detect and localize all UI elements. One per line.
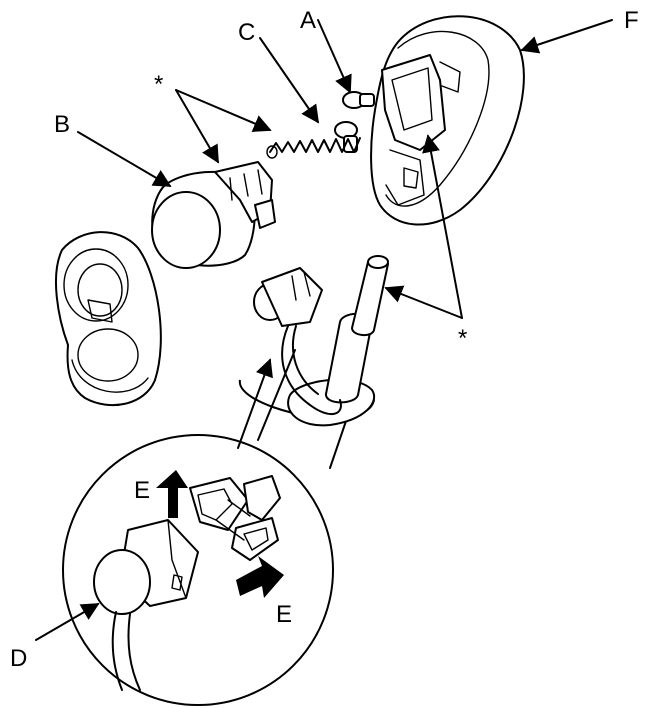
label-f: F [624, 7, 639, 34]
spring-part-c [266, 137, 361, 159]
label-c: C [238, 19, 255, 46]
screws-part-a [334, 91, 375, 153]
sensor-unit [253, 267, 342, 415]
label-a: A [300, 7, 316, 34]
label-asterisk-right: * [458, 325, 467, 352]
housing-cover-part-f [370, 15, 525, 226]
knob-part-b [151, 161, 276, 269]
switch-cover [54, 231, 162, 407]
label-b: B [54, 111, 70, 138]
label-e-lower: E [276, 601, 292, 628]
label-e-upper: E [134, 477, 150, 504]
detail-view-circle [62, 434, 334, 706]
label-d: D [10, 645, 27, 672]
label-asterisk-top: * [154, 71, 163, 98]
leader-lines [35, 19, 613, 641]
